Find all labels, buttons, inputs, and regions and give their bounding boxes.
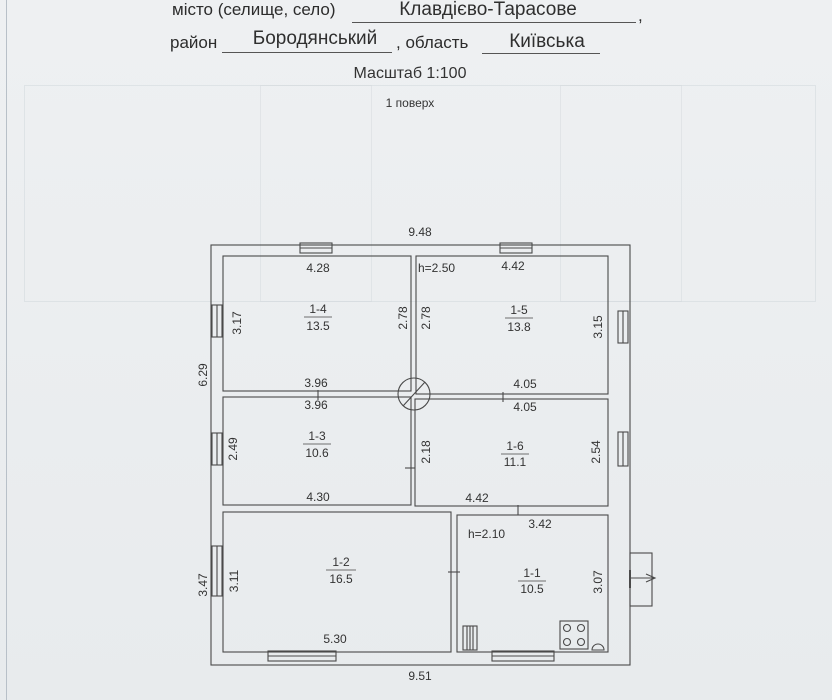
room-1-3-area: 10.6 [305, 446, 329, 460]
r12-bottom-dim: 5.30 [323, 632, 347, 646]
region-underline [482, 53, 600, 54]
stove-diagonal [402, 381, 426, 407]
city-underline [352, 22, 636, 23]
city-comma: , [638, 6, 643, 25]
r16-right-dim: 2.54 [589, 440, 603, 464]
scale-label: Масштаб 1:100 [353, 65, 467, 82]
r14-right-dim: 2.78 [396, 306, 410, 330]
room-1-5-id: 1-5 [510, 303, 528, 317]
r14-top-dim: 4.28 [306, 261, 330, 275]
r15-top-dim: 4.42 [501, 259, 525, 273]
room-1-3-outline [222, 396, 412, 506]
r16-top-dim: 4.05 [513, 400, 537, 414]
r13-top-dim: 3.96 [304, 398, 328, 412]
cooktop [559, 620, 589, 650]
city-value: Клавдієво-Тарасове [399, 0, 577, 20]
r13-bottom-dim: 4.30 [306, 490, 330, 504]
room-1-2-id: 1-2 [332, 555, 350, 569]
room-1-5-area: 13.8 [507, 320, 531, 334]
room-1-4-outline [222, 255, 412, 392]
room-1-5-outline [415, 255, 609, 395]
district-underline [222, 52, 392, 53]
district-label: район [170, 33, 218, 52]
city-label: місто (селище, село) [172, 0, 336, 19]
outer-bottom-dim: 9.51 [408, 669, 432, 683]
room-1-2-area: 16.5 [329, 572, 353, 586]
district-value: Бородянський [252, 28, 378, 49]
region-label: , область [396, 33, 469, 52]
room-1-4-id: 1-4 [309, 302, 327, 316]
outer-top-dim: 9.48 [408, 225, 432, 239]
outer-wall [210, 244, 631, 666]
region-value: Київська [509, 31, 585, 52]
r15-left-dim: 2.78 [419, 306, 433, 330]
room-1-1-area: 10.5 [520, 582, 544, 596]
height-lower: h=2.10 [468, 527, 505, 541]
room-1-4-area: 13.5 [306, 319, 330, 333]
room-1-3-id: 1-3 [308, 429, 326, 443]
r14-bottom-dim: 3.96 [304, 376, 328, 390]
r13-left-dim: 2.49 [226, 437, 240, 461]
ghost-table-col [560, 85, 682, 302]
ghost-table [24, 85, 816, 302]
r11-top-dim: 3.42 [528, 517, 552, 531]
r12-left-dim: 3.11 [227, 569, 241, 592]
r13-right-dim: 2.18 [419, 440, 433, 464]
floor-label: 1 поверх [385, 96, 435, 110]
r15-right-dim: 3.15 [591, 315, 605, 339]
outer-left-lower-dim: 3.47 [196, 573, 210, 597]
gas-meter [591, 643, 605, 651]
outer-left-upper-dim: 6.29 [196, 363, 210, 387]
room-1-6-outline [414, 398, 609, 507]
r11-right-dim: 3.07 [591, 570, 605, 594]
r16-bottom-dim: 4.42 [465, 491, 489, 505]
room-1-6-id: 1-6 [506, 439, 524, 453]
stove-circle [397, 377, 431, 411]
room-1-1-outline [456, 514, 609, 653]
margin-line [6, 0, 7, 700]
r14-left-dim: 3.17 [230, 311, 244, 335]
room-1-6-area: 11.1 [504, 455, 527, 469]
entrance-porch [629, 552, 653, 607]
r15-bottom-dim: 4.05 [513, 377, 537, 391]
ghost-table-col [260, 85, 372, 302]
room-1-2-outline [222, 511, 452, 653]
room-1-1-id: 1-1 [523, 566, 541, 580]
height-upper: h=2.50 [418, 261, 455, 275]
